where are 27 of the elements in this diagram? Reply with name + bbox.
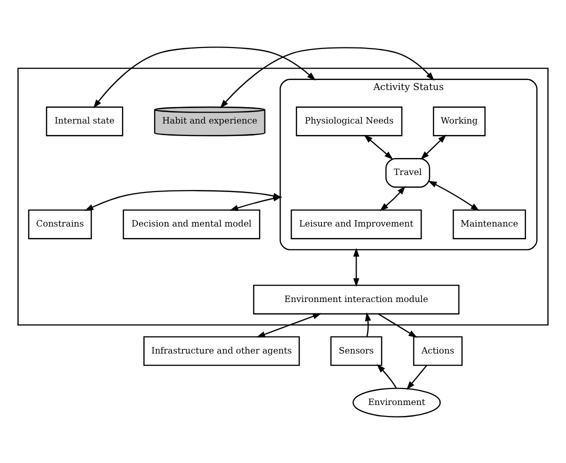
node-box: Actions — [413, 336, 463, 366]
arrow — [376, 364, 397, 388]
arrow — [378, 312, 418, 338]
node-box: Decision and mental model — [122, 209, 260, 239]
arrow — [380, 185, 406, 211]
node-box: Environment interaction module — [253, 284, 460, 314]
node-box: Working — [432, 106, 486, 136]
node-ellipse: Environment — [352, 387, 441, 417]
arrow — [364, 134, 394, 160]
arrow — [420, 134, 446, 160]
cluster — [17, 67, 549, 326]
node-box: Infrastructure and other agents — [143, 336, 300, 366]
node-box: Travel — [385, 158, 430, 188]
node-box: Physiological Needs — [296, 106, 402, 136]
node-box: Leisure and Improvement — [290, 209, 422, 239]
node-box: Internal state — [46, 106, 124, 136]
arrow — [256, 312, 322, 337]
arrow — [406, 364, 428, 390]
node-box: Maintenance — [452, 209, 526, 239]
arrow — [93, 46, 316, 108]
arrow — [353, 247, 360, 286]
arrow — [364, 312, 372, 336]
arrow — [428, 180, 480, 211]
node-box: Sensors — [330, 336, 382, 366]
arrow — [220, 46, 434, 108]
arrow — [229, 194, 282, 210]
node-box: Constrains — [28, 209, 92, 239]
